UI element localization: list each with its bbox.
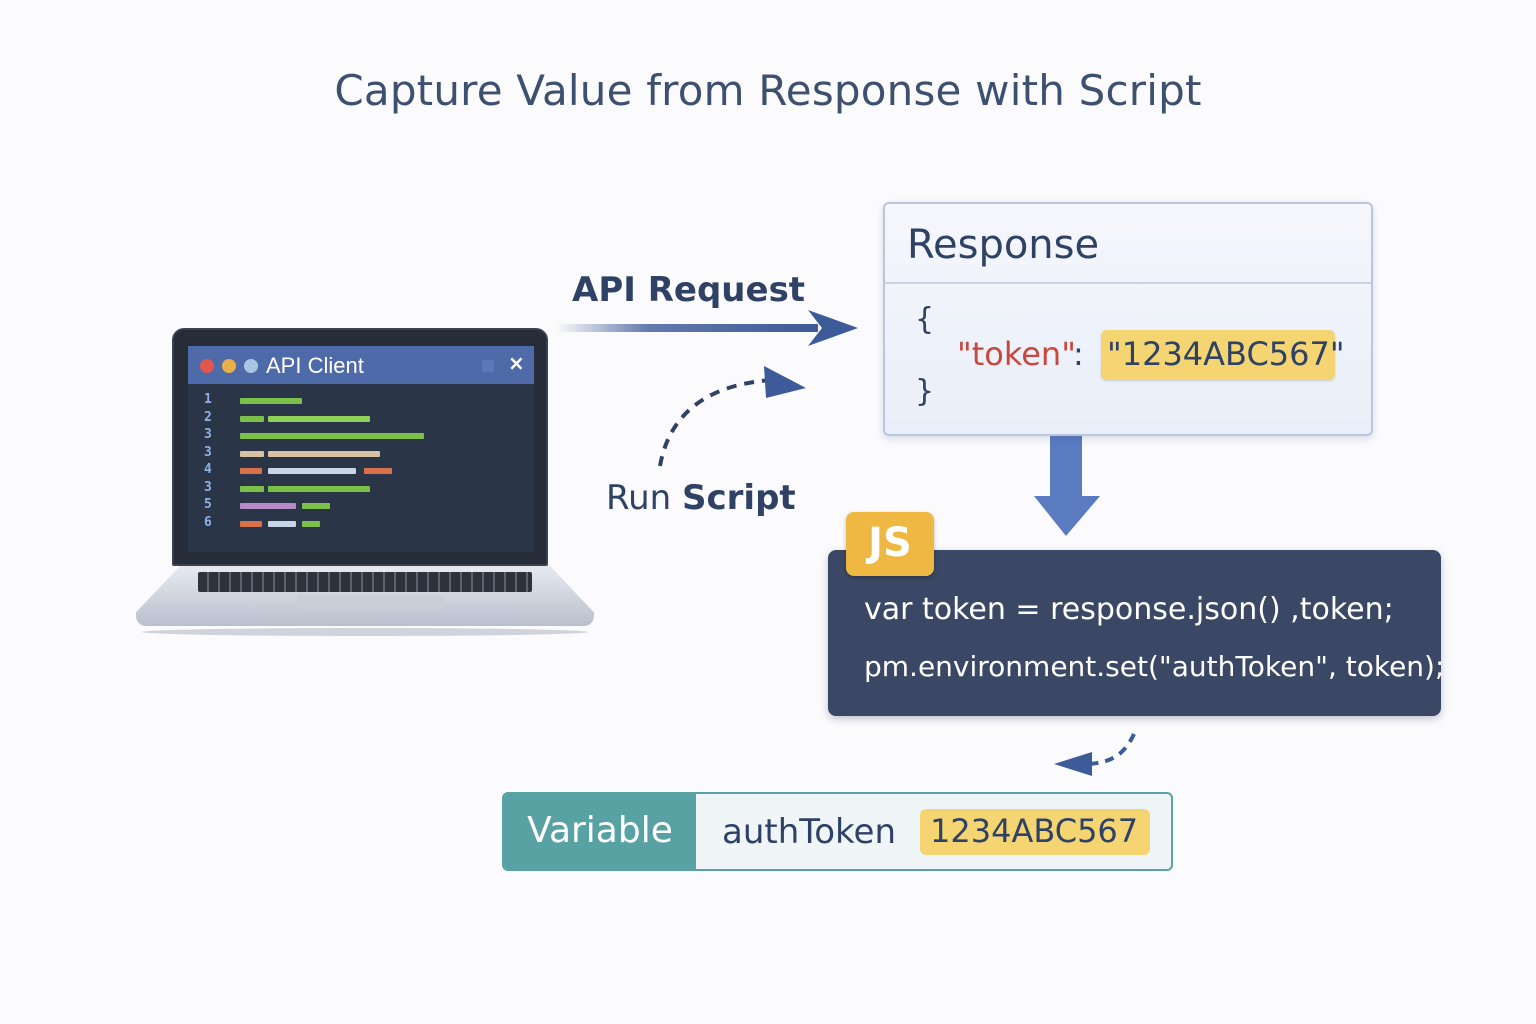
code-line: 5: [188, 497, 534, 515]
script-line-2: pm.environment.set("authToken", token);: [864, 650, 1445, 683]
code-editor: 1 2 3 3 4: [188, 392, 534, 532]
window-title-bar: API Client ×: [188, 346, 534, 384]
code-token: [268, 485, 370, 492]
code-token: [302, 520, 320, 527]
code-token: [240, 450, 264, 457]
laptop-lid: API Client × 1 2 3 3: [172, 328, 548, 566]
json-token-value: "1234ABC567": [1107, 335, 1345, 373]
run-script-arrow: [658, 366, 806, 467]
line-number: 1: [204, 392, 212, 407]
code-token: [240, 503, 296, 509]
code-line: 3: [188, 427, 534, 445]
script-line-1: var token = response.json() ,token;: [864, 592, 1394, 627]
code-token: [240, 468, 262, 474]
window-square-icon[interactable]: [482, 360, 494, 372]
variable-box: Variable authToken 1234ABC567: [502, 792, 1173, 871]
code-token: [268, 468, 356, 474]
code-line: 4: [188, 462, 534, 480]
js-badge-label: JS: [868, 520, 912, 566]
json-colon: :: [1073, 335, 1084, 373]
laptop-illustration: API Client × 1 2 3 3: [136, 328, 594, 638]
json-key: "token": [957, 335, 1076, 373]
code-token: [268, 450, 380, 457]
run-label: Run: [606, 478, 672, 518]
line-number: 6: [204, 514, 212, 530]
variable-label: Variable: [527, 810, 673, 851]
response-to-script-arrow: [1034, 436, 1100, 536]
token-highlight: [1101, 330, 1335, 380]
variable-value: 1234ABC567: [930, 812, 1139, 850]
window-close-dot[interactable]: [200, 359, 214, 373]
code-line: 3: [188, 445, 534, 463]
js-icon: JS: [846, 512, 934, 576]
line-number: 5: [204, 497, 212, 512]
line-number: 3: [204, 444, 212, 460]
code-line: 1: [188, 392, 534, 410]
script-to-variable-arrow: [1054, 733, 1136, 776]
window-minimize-dot[interactable]: [222, 359, 236, 373]
api-client-window: API Client × 1 2 3 3: [188, 346, 534, 552]
window-title: API Client: [266, 353, 364, 378]
json-open-brace: {: [915, 302, 935, 337]
api-request-arrow: [556, 310, 858, 346]
code-line: 6: [188, 515, 534, 533]
variable-label-background: Variable: [504, 794, 696, 869]
line-number: 4: [204, 462, 212, 477]
script-panel: var token = response.json() ,token; pm.e…: [828, 550, 1445, 716]
run-script-label: Run Script: [606, 478, 796, 518]
code-token: [240, 415, 264, 422]
line-number: 2: [204, 409, 212, 425]
window-zoom-dot[interactable]: [244, 359, 258, 373]
variable-name: authToken: [722, 812, 897, 852]
code-token: [364, 468, 392, 474]
code-line: 3: [188, 480, 534, 498]
line-number: 3: [204, 427, 212, 442]
diagram-title: Capture Value from Response with Script: [334, 66, 1202, 115]
laptop-keyboard: [198, 572, 532, 592]
laptop-shadow: [142, 628, 588, 636]
laptop-trackpad: [298, 595, 444, 609]
variable-value-highlight: [920, 809, 1150, 855]
code-line: 2: [188, 410, 534, 428]
line-number: 3: [204, 479, 212, 495]
response-title: Response: [907, 222, 1100, 268]
code-token: [240, 485, 264, 492]
script-label: Script: [682, 478, 796, 518]
code-token: [240, 433, 424, 439]
code-token: [268, 520, 296, 527]
api-request-label: API Request: [572, 270, 806, 310]
code-token: [240, 520, 262, 527]
response-panel: Response { "token" : "1234ABC567" }: [883, 202, 1373, 436]
code-token: [302, 503, 330, 509]
close-icon[interactable]: ×: [508, 351, 525, 375]
response-header: Response: [885, 204, 1371, 284]
json-close-brace: }: [915, 374, 935, 409]
code-token: [268, 415, 370, 422]
code-token: [240, 398, 302, 404]
